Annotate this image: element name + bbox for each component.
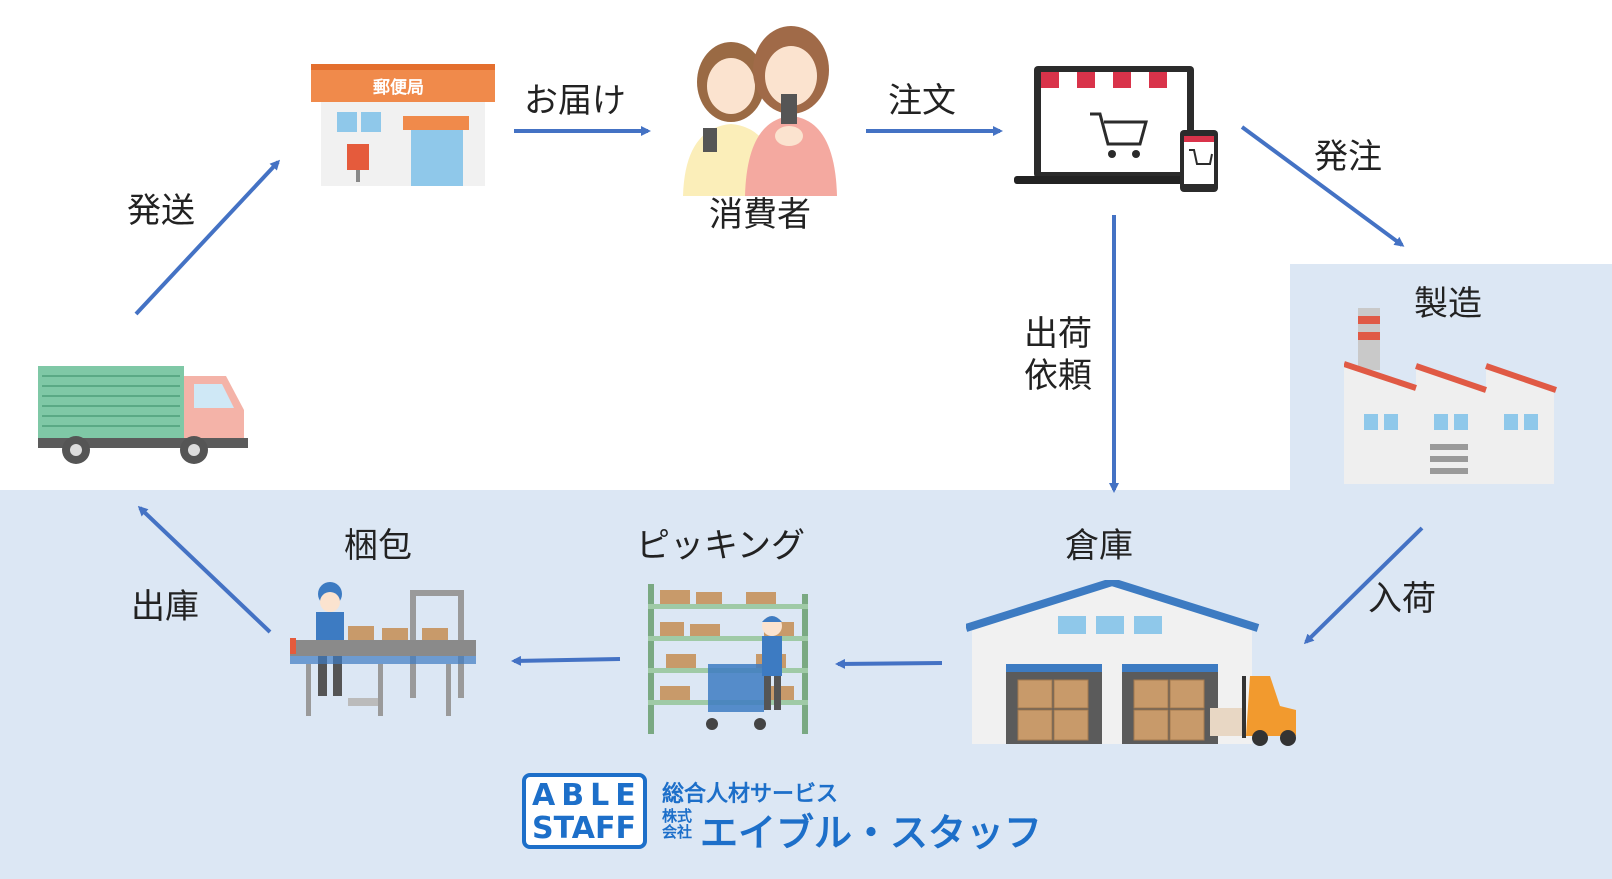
arrow-picking-to-packing <box>511 655 621 666</box>
post-office-sign: 郵便局 <box>373 78 424 98</box>
warehouse-illustration <box>966 580 1306 748</box>
consumers-illustration <box>673 24 853 196</box>
arrow-packing-to-truck <box>137 505 272 634</box>
label-receiving: 入荷 <box>1368 579 1436 619</box>
label-outbound: 出庫 <box>131 587 199 627</box>
arrow-factory-to-warehouse <box>1303 526 1424 645</box>
company-logo-mark: ABLE STAFF <box>522 773 647 849</box>
label-shipping-request-2: 依頼 <box>1024 356 1092 396</box>
post-office-illustration: 郵便局 <box>311 64 495 186</box>
label-consumer: 消費者 <box>709 195 811 235</box>
label-place-order: 発注 <box>1314 137 1382 177</box>
factory-illustration <box>1344 306 1566 484</box>
arrow-shop-to-factory <box>1240 125 1405 247</box>
online-shop-illustration <box>1014 64 1224 194</box>
label-manufacturing: 製造 <box>1414 284 1482 324</box>
logo-box-line1: ABLE <box>532 778 642 813</box>
arrow-truck-to-post <box>134 159 281 316</box>
label-ship: 発送 <box>127 191 195 231</box>
label-deliver: お届け <box>524 81 626 121</box>
logo-tagline: 総合人材サービス <box>662 782 839 807</box>
logo-box-line2: STAFF <box>532 811 636 846</box>
packing-illustration <box>286 578 486 738</box>
label-order: 注文 <box>888 81 956 121</box>
label-warehouse: 倉庫 <box>1065 526 1133 566</box>
label-packing: 梱包 <box>344 526 412 566</box>
picking-illustration <box>646 584 816 738</box>
arrow-warehouse-to-picking <box>835 658 943 669</box>
truck-illustration <box>38 364 248 468</box>
label-shipping-request-1: 出荷 <box>1024 314 1092 354</box>
logo-company-name: エイブル・スタッフ <box>700 811 1043 855</box>
logo-corp-prefix: 株式会社 <box>662 807 693 841</box>
label-picking: ピッキング <box>636 526 805 566</box>
